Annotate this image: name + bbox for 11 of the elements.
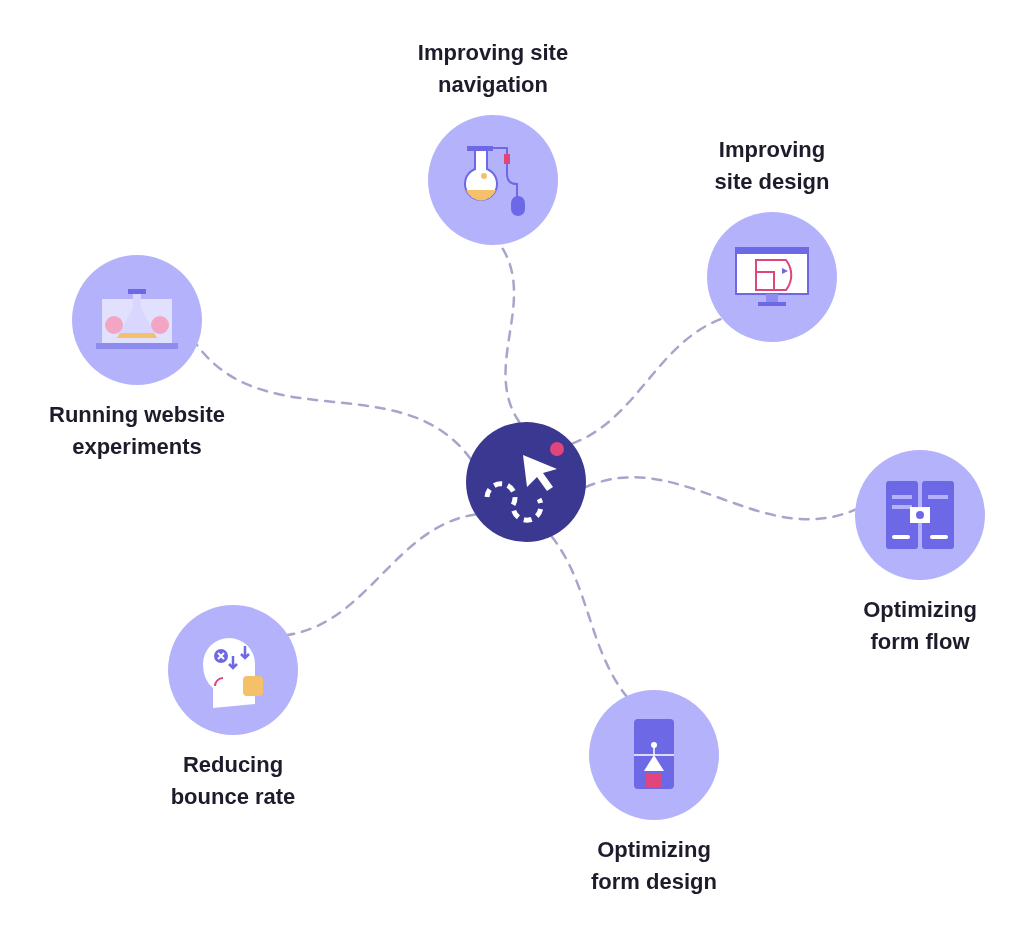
node-label: Optimizing form flow [862,596,978,656]
dashed-connector [195,343,472,461]
node-label: Reducing bounce rate [169,751,297,811]
dashed-connector [286,513,477,637]
node-label: Improving site design [713,136,831,196]
dashed-connector [570,317,724,445]
node-label: Improving site navigation [416,39,570,99]
node-label: Optimizing form design [590,836,718,896]
dashed-connector [550,535,628,698]
dashed-connector [584,476,857,521]
node-label: Running website experiments [48,401,226,461]
